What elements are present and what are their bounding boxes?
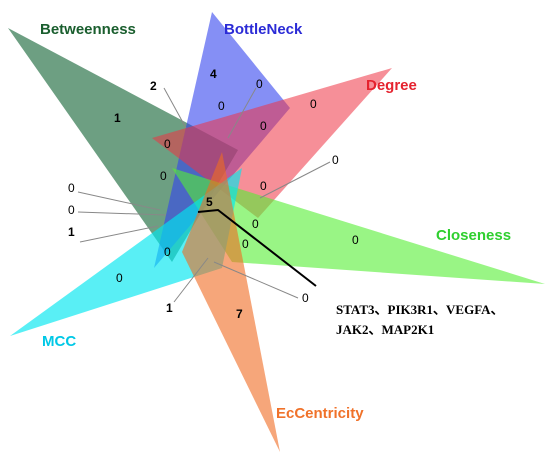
leader-line-2: [163, 87, 187, 129]
region-label-0-left-b: 0: [68, 203, 75, 217]
annotation-gene-list-line-2: JAK2、MAP2K1: [336, 322, 434, 337]
region-inner-h: 0: [164, 245, 171, 259]
region-inner-d: 0: [160, 169, 167, 183]
region-label-0-left-a: 0: [68, 181, 75, 195]
set-label-eccentricity: EcCentricity: [276, 405, 364, 422]
set-label-mcc: MCC: [42, 333, 76, 350]
closeness-shape: [172, 168, 545, 284]
region-label-0-top: 0: [256, 77, 263, 91]
leader-line-0-right: [259, 161, 331, 199]
region-label-0-bottom: 0: [302, 291, 309, 305]
region-label-1-bottom: 1: [166, 301, 173, 315]
region-inner-e: 0: [260, 179, 267, 193]
set-label-bottleneck: BottleNeck: [224, 21, 303, 38]
annotation-gene-list-line-1: STAT3、PIK3R1、VEGFA、: [336, 302, 504, 317]
set-label-betweenness: Betweenness: [40, 21, 136, 38]
region-label-2: 2: [150, 79, 157, 93]
eccentricity-shape: [182, 152, 280, 452]
leader-line-0-left-b: [77, 211, 167, 216]
region-bottleneck-only: 4: [210, 67, 217, 81]
leader-line-1-left: [79, 225, 159, 243]
region-closeness-only: 0: [352, 233, 359, 247]
set-label-degree: Degree: [366, 77, 417, 94]
region-eccentricity-only: 7: [236, 307, 243, 321]
set-label-closeness: Closeness: [436, 227, 511, 244]
mcc-shape: [10, 168, 242, 336]
region-inner-b: 0: [260, 119, 267, 133]
leader-line-0-top: [227, 87, 257, 139]
region-inner-c: 0: [164, 137, 171, 151]
annotation-pointer-line: [197, 208, 317, 287]
region-label-0-right: 0: [332, 153, 339, 167]
region-inner-a: 0: [218, 99, 225, 113]
region-center: 5: [206, 195, 213, 209]
region-degree-only: 0: [310, 97, 317, 111]
region-inner-f: 0: [252, 217, 259, 231]
region-label-1-left: 1: [68, 225, 75, 239]
leader-line-1-bottom: [173, 257, 209, 303]
region-inner-g: 0: [242, 237, 249, 251]
region-betweenness-only: 1: [114, 111, 121, 125]
leader-line-0-left-a: [77, 191, 161, 211]
leader-line-0-bottom: [213, 261, 299, 299]
region-mcc-only: 0: [116, 271, 123, 285]
